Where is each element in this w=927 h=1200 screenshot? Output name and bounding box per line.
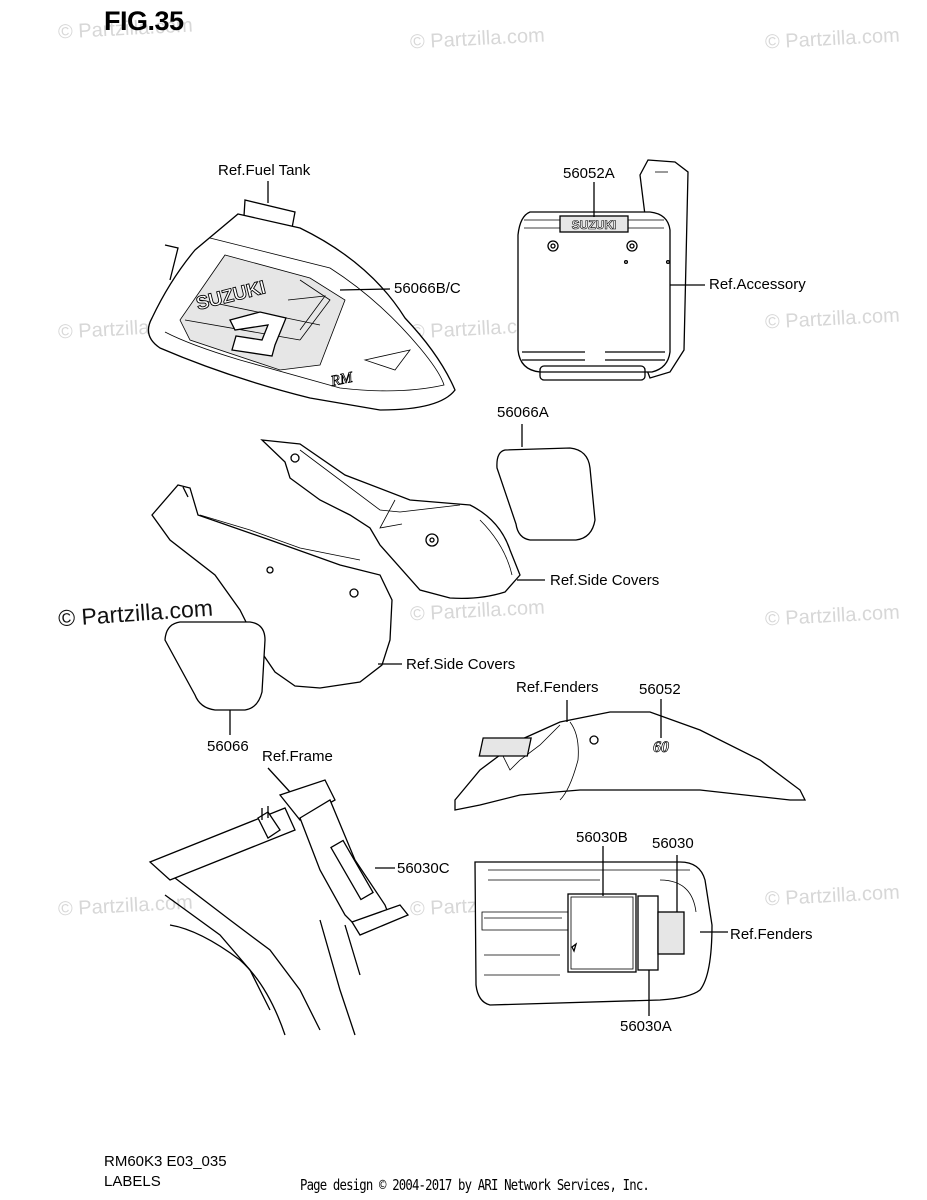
decal-56066A-illustration: [496, 447, 596, 541]
front-fender-illustration: 60: [454, 711, 807, 811]
footer-model-code: RM60K3 E03_035 LABELS: [104, 1152, 227, 1192]
callout-56030: 56030: [652, 835, 694, 852]
frame-illustration: [148, 779, 410, 1036]
model-code: RM60K3 E03_035: [104, 1153, 227, 1170]
callout-56066BC: 56066B/C: [394, 280, 461, 297]
page-design-credit: Page design © 2004-2017 by ARI Network S…: [300, 1176, 650, 1194]
callout-fenders-ref-front: Ref.Fenders: [516, 679, 599, 696]
callout-side-covers-ref-lower: Ref.Side Covers: [406, 656, 516, 673]
plate-brand-decal: SUZUKI: [572, 218, 617, 232]
callout-56052A: 56052A: [563, 165, 615, 182]
number-plate-illustration: SUZUKI: [517, 159, 689, 381]
tank-rm-decal: RM: [329, 369, 356, 390]
rear-fender-illustration: [474, 861, 713, 1006]
figure-title: FIG.35: [104, 6, 184, 36]
callout-56052: 56052: [639, 681, 681, 698]
callout-accessory-ref: Ref.Accessory: [709, 276, 806, 293]
decal-56066-illustration: [164, 621, 266, 711]
callout-56030C: 56030C: [397, 860, 450, 877]
fuel-tank-illustration: SUZUKI RM: [147, 199, 456, 411]
callout-fuel-tank-ref: Ref.Fuel Tank: [218, 162, 311, 179]
callout-frame-ref: Ref.Frame: [262, 748, 333, 765]
side-cover-lower-illustration: [151, 484, 393, 689]
callout-56030A: 56030A: [620, 1018, 672, 1035]
callout-fenders-ref-rear: Ref.Fenders: [730, 926, 813, 943]
side-cover-upper-illustration: [260, 439, 521, 600]
fender-60-decal: 60: [653, 739, 669, 756]
callout-56030B: 56030B: [576, 829, 628, 846]
callout-side-covers-ref-upper: Ref.Side Covers: [550, 572, 660, 589]
section-name: LABELS: [104, 1173, 161, 1190]
callout-56066: 56066: [207, 738, 249, 755]
callout-56066A: 56066A: [497, 404, 549, 421]
